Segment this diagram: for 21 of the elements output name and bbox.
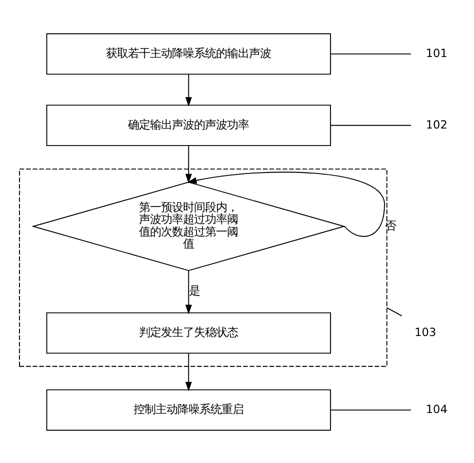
connector [330,124,412,126]
arrow [185,270,192,314]
connector [386,306,402,316]
node-box: 获取若干主动降噪系统的输出声波 [46,32,331,74]
node-box: 判定发生了失稳状态 [46,312,331,354]
arrow [185,144,192,183]
edge-label: 是 [189,284,200,298]
node-text: 102 [426,118,448,131]
edge-label: 否 [385,218,396,232]
arrow [187,171,385,236]
connector [330,53,412,54]
node-text: 104 [426,402,448,416]
arrow [185,73,192,106]
arrow [185,352,192,391]
node-box: 控制主动降噪系统重启 [46,388,331,430]
node-box: 确定输出声波的声波功率 [46,104,331,146]
cluster [19,168,388,366]
node-diamond: 第一预设时间段内，声波功率超过功率阈值的次数超过第一阈值 [31,181,346,270]
node-text: 101 [426,46,448,60]
node-text: 103 [414,325,436,338]
connector [330,409,412,410]
